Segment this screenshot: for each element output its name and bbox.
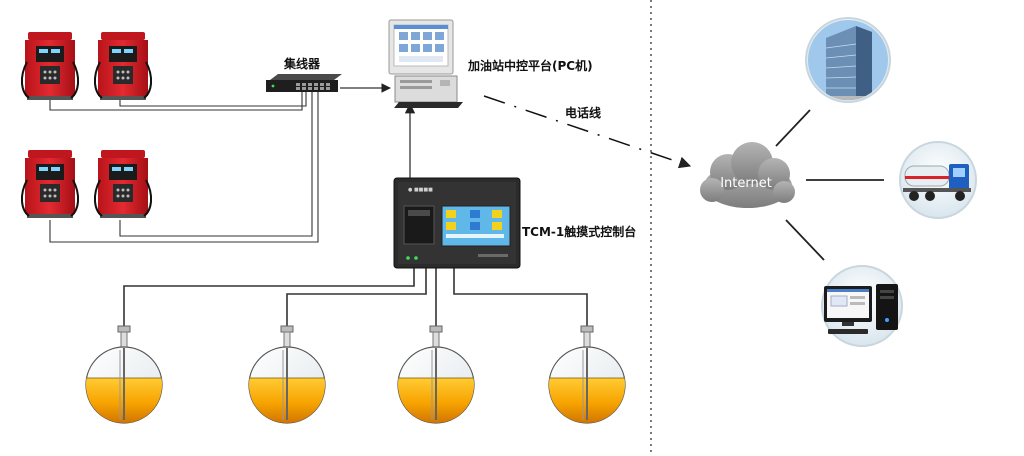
storage-tank-3 xyxy=(397,325,475,424)
storage-tank-2 xyxy=(248,325,326,424)
phone-line xyxy=(483,95,692,169)
tanker-truck-icon xyxy=(899,141,977,219)
svg-text:● ■■■■: ● ■■■■ xyxy=(408,187,433,193)
office-building-icon xyxy=(805,17,891,103)
desktop-computer-icon xyxy=(821,265,903,347)
console-label: TCM-1触摸式控制台 xyxy=(522,224,636,239)
internet-cloud xyxy=(700,142,795,208)
touch-console: ● ■■■■ xyxy=(393,177,521,269)
hub-label: 集线器 xyxy=(283,56,321,71)
tank-cables xyxy=(123,268,588,326)
storage-tank-1 xyxy=(85,325,163,424)
storage-tank-4 xyxy=(548,325,626,424)
fuel-dispenser-4 xyxy=(94,150,152,218)
phone-line-label: 电话线 xyxy=(565,105,601,120)
internet-label: Internet xyxy=(720,176,772,191)
pc-computer xyxy=(388,19,463,108)
cloud-links xyxy=(775,109,884,261)
pump-cables xyxy=(49,92,319,243)
fuel-dispenser-1 xyxy=(21,32,79,100)
network-hub xyxy=(266,74,342,92)
fuel-dispenser-3 xyxy=(21,150,79,218)
pc-platform-label: 加油站中控平台(PC机) xyxy=(467,58,593,73)
fuel-dispenser-2 xyxy=(94,32,152,100)
